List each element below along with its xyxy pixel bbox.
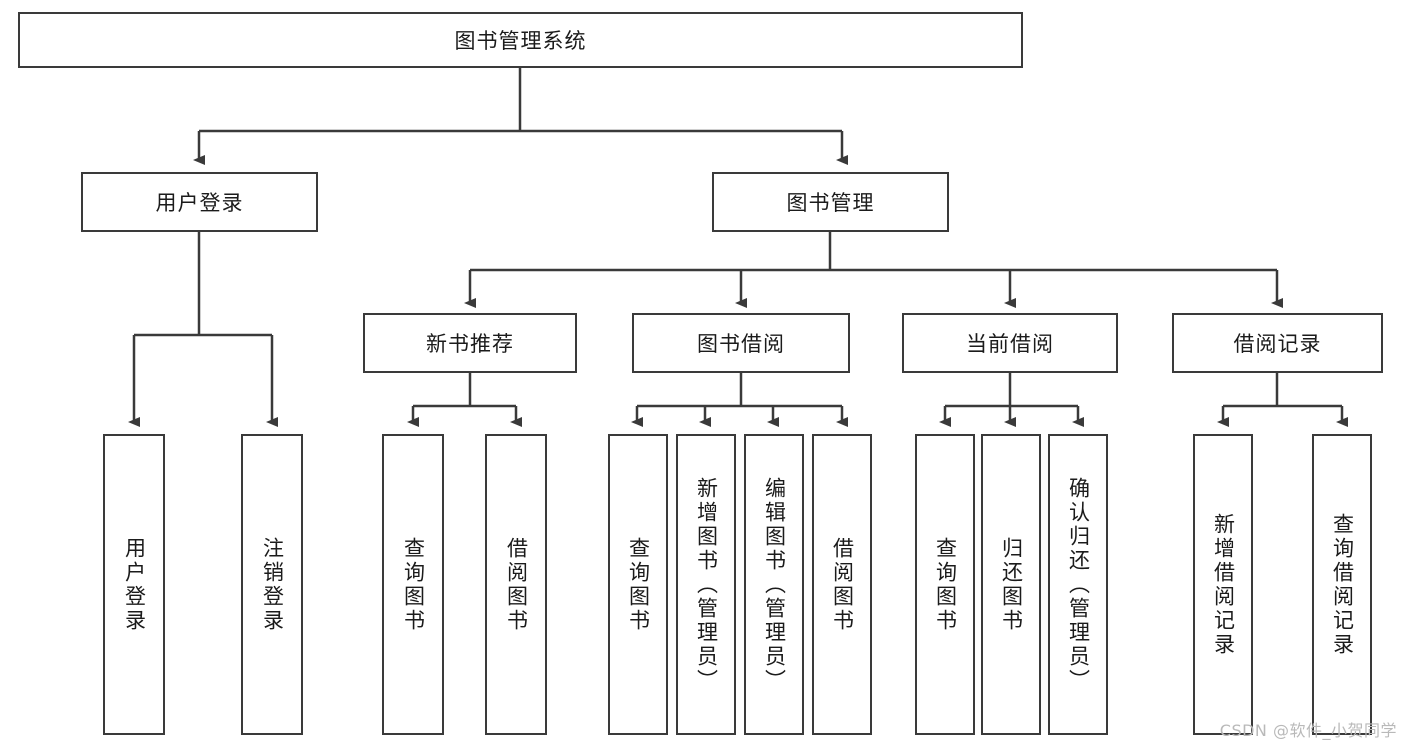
leaf-borrow-record-query[interactable]: 查询借阅记录 (1312, 434, 1372, 735)
leaf-label: 借阅图书 (830, 536, 855, 633)
leaf-label: 新增图书（管理员） (694, 476, 719, 693)
leaf-user-login-login[interactable]: 用户登录 (103, 434, 165, 735)
leaf-current-borrow-query[interactable]: 查询图书 (915, 434, 975, 735)
node-book-management[interactable]: 图书管理 (712, 172, 949, 232)
leaf-label: 确认归还（管理员） (1066, 476, 1091, 693)
leaf-current-borrow-return[interactable]: 归还图书 (981, 434, 1041, 735)
node-user-login[interactable]: 用户登录 (81, 172, 318, 232)
leaf-label: 查询借阅记录 (1330, 512, 1355, 657)
leaf-label: 新增借阅记录 (1211, 512, 1236, 657)
leaf-borrow-record-add[interactable]: 新增借阅记录 (1193, 434, 1253, 735)
leaf-new-book-query[interactable]: 查询图书 (382, 434, 444, 735)
leaf-book-borrow-add[interactable]: 新增图书（管理员） (676, 434, 736, 735)
leaf-label: 查询图书 (626, 536, 651, 633)
leaf-label: 用户登录 (122, 536, 147, 633)
node-new-book-recommend[interactable]: 新书推荐 (363, 313, 577, 373)
leaf-book-borrow-edit[interactable]: 编辑图书（管理员） (744, 434, 804, 735)
watermark-text: CSDN @软件_小贺同学 (1219, 721, 1397, 740)
leaf-new-book-borrow[interactable]: 借阅图书 (485, 434, 547, 735)
leaf-book-borrow-borrow[interactable]: 借阅图书 (812, 434, 872, 735)
leaf-label: 查询图书 (933, 536, 958, 633)
leaf-label: 注销登录 (260, 536, 285, 633)
leaf-label: 编辑图书（管理员） (762, 476, 787, 693)
leaf-label: 归还图书 (999, 536, 1024, 633)
node-current-borrow[interactable]: 当前借阅 (902, 313, 1118, 373)
leaf-book-borrow-query[interactable]: 查询图书 (608, 434, 668, 735)
leaf-current-borrow-confirm[interactable]: 确认归还（管理员） (1048, 434, 1108, 735)
node-root-system[interactable]: 图书管理系统 (18, 12, 1023, 68)
node-book-borrow[interactable]: 图书借阅 (632, 313, 850, 373)
leaf-label: 借阅图书 (504, 536, 529, 633)
leaf-label: 查询图书 (401, 536, 426, 633)
node-borrow-record[interactable]: 借阅记录 (1172, 313, 1383, 373)
leaf-user-login-logout[interactable]: 注销登录 (241, 434, 303, 735)
